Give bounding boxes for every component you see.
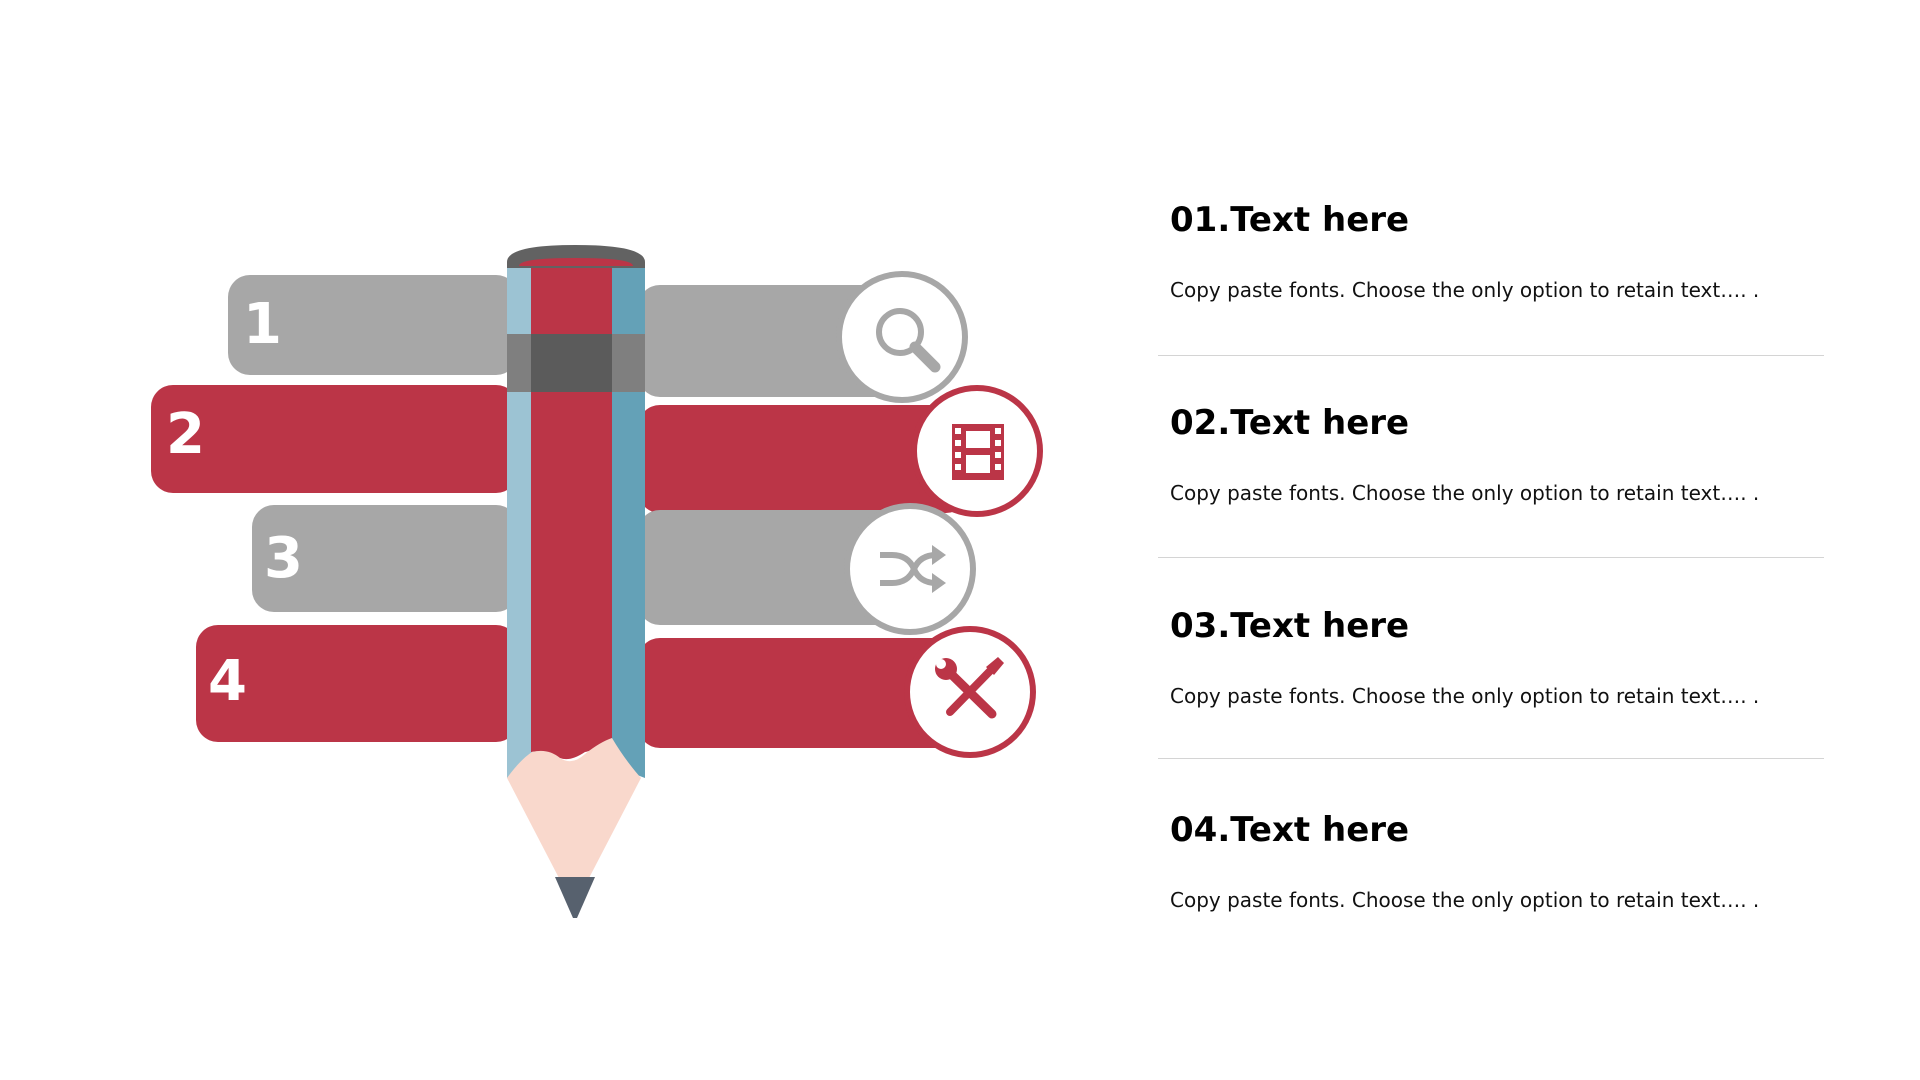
tab-number-4: 4 (208, 649, 247, 714)
list-item-2: 02.Text here Copy paste fonts. Choose th… (1170, 403, 1820, 505)
right-tab-2 (638, 405, 968, 513)
item-title-4: 04.Text here (1170, 810, 1410, 850)
right-tab-1 (638, 285, 908, 397)
tab-number-1: 1 (243, 292, 282, 357)
divider-2 (1158, 557, 1824, 558)
left-tab-3: 3 (252, 505, 518, 612)
item-desc-1: Copy paste fonts. Choose the only option… (1170, 278, 1760, 302)
icon-circle-3 (844, 503, 976, 635)
item-title-2: 02.Text here (1170, 403, 1410, 443)
list-item-1: 01.Text here Copy paste fonts. Choose th… (1170, 200, 1820, 302)
tab-number-3: 3 (264, 526, 303, 591)
icon-circle-4 (904, 626, 1036, 758)
right-tab-3 (638, 510, 918, 625)
tab-number-2: 2 (166, 402, 205, 467)
list-item-4: 04.Text here Copy paste fonts. Choose th… (1170, 810, 1820, 912)
icon-circle-1 (836, 271, 968, 403)
item-title-1: 01.Text here (1170, 200, 1410, 240)
tools-icon (935, 657, 1004, 719)
right-tab-4 (638, 638, 968, 748)
item-desc-3: Copy paste fonts. Choose the only option… (1170, 684, 1760, 708)
item-desc-4: Copy paste fonts. Choose the only option… (1170, 888, 1760, 912)
film-icon (952, 424, 1004, 480)
search-icon (876, 308, 941, 373)
divider-1 (1158, 355, 1824, 356)
item-desc-2: Copy paste fonts. Choose the only option… (1170, 481, 1760, 505)
left-tab-4: 4 (196, 625, 518, 742)
left-tab-2: 2 (151, 385, 518, 493)
pencil (507, 245, 645, 918)
divider-3 (1158, 758, 1824, 759)
list-item-3: 03.Text here Copy paste fonts. Choose th… (1170, 606, 1820, 708)
item-title-3: 03.Text here (1170, 606, 1410, 646)
left-tab-1: 1 (228, 275, 518, 375)
icon-circle-2 (911, 385, 1043, 517)
shuffle-icon (880, 545, 946, 593)
